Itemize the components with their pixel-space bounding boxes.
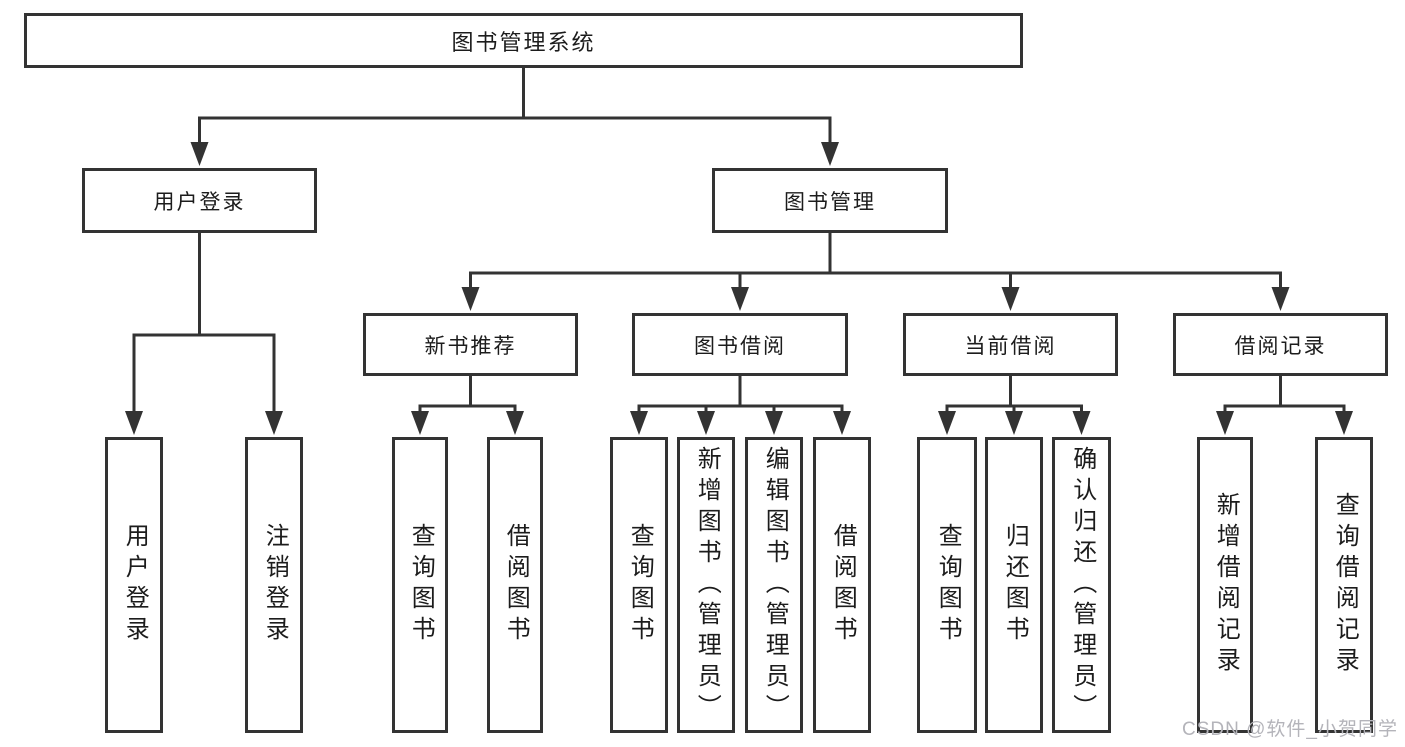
- leaf-user-login: 用户登录: [105, 437, 163, 733]
- leaf-bb-borrow-books: 借阅图书: [813, 437, 871, 733]
- leaf-user-login-label: 用户登录: [121, 523, 149, 647]
- leaf-bb-borrow-books-label: 借阅图书: [829, 523, 857, 647]
- leaf-br-query-record: 查询借阅记录: [1315, 437, 1373, 733]
- leaf-bb-query-books: 查询图书: [610, 437, 668, 733]
- arrow-down-icon: [1001, 287, 1020, 311]
- arrow-down-icon: [1216, 411, 1234, 435]
- node-new-book-label: 新书推荐: [424, 334, 517, 358]
- arrow-down-icon: [765, 411, 783, 435]
- arrow-down-icon: [697, 411, 715, 435]
- leaf-bb-query-books-label: 查询图书: [626, 523, 654, 647]
- leaf-logout-label: 注销登录: [261, 523, 289, 647]
- node-new-book-recommend: 新书推荐: [363, 313, 578, 376]
- leaf-nb-borrow-books: 借阅图书: [487, 437, 543, 733]
- node-current-borrow: 当前借阅: [903, 313, 1118, 376]
- leaf-cb-confirm-return-admin: 确认归还（管理员）: [1052, 437, 1111, 733]
- leaf-nb-borrow-books-label: 借阅图书: [502, 523, 530, 647]
- node-root-label: 图书管理系统: [451, 29, 596, 55]
- leaf-br-add-record-label: 新增借阅记录: [1212, 492, 1240, 678]
- arrow-down-icon: [938, 411, 956, 435]
- node-borrow-record-label: 借阅记录: [1234, 334, 1327, 358]
- leaf-bb-add-books-admin-label: 新增图书（管理员）: [693, 445, 721, 725]
- leaf-br-query-record-label: 查询借阅记录: [1331, 492, 1359, 678]
- arrow-down-icon: [731, 287, 749, 311]
- node-book-mgmt: 图书管理: [712, 168, 948, 233]
- arrow-down-icon: [411, 411, 429, 435]
- leaf-br-add-record: 新增借阅记录: [1197, 437, 1253, 733]
- node-root: 图书管理系统: [24, 13, 1023, 68]
- node-current-borrow-label: 当前借阅: [964, 334, 1057, 358]
- arrow-down-icon: [821, 142, 839, 166]
- leaf-cb-query-books-label: 查询图书: [934, 523, 962, 647]
- arrow-down-icon: [461, 287, 480, 311]
- leaf-cb-query-books: 查询图书: [917, 437, 977, 733]
- node-book-borrow: 图书借阅: [632, 313, 848, 376]
- arrow-down-icon: [125, 411, 143, 435]
- arrow-down-icon: [265, 411, 283, 435]
- leaf-logout: 注销登录: [245, 437, 303, 733]
- node-user-login: 用户登录: [82, 168, 317, 233]
- arrow-down-icon: [630, 411, 648, 435]
- watermark: CSDN @软件_小贺同学: [1182, 719, 1398, 740]
- arrow-down-icon: [1072, 411, 1091, 435]
- arrow-down-icon: [1335, 411, 1353, 435]
- leaf-bb-edit-books-admin: 编辑图书（管理员）: [745, 437, 803, 733]
- arrow-down-icon: [1005, 411, 1023, 435]
- node-borrow-record: 借阅记录: [1173, 313, 1388, 376]
- arrow-down-icon: [833, 411, 851, 435]
- leaf-cb-return-books: 归还图书: [985, 437, 1043, 733]
- node-book-mgmt-label: 图书管理: [784, 190, 876, 214]
- leaf-bb-add-books-admin: 新增图书（管理员）: [677, 437, 735, 733]
- leaf-cb-return-books-label: 归还图书: [1001, 523, 1029, 647]
- leaf-nb-query-books-label: 查询图书: [407, 523, 435, 647]
- node-book-borrow-label: 图书借阅: [694, 334, 786, 358]
- leaf-cb-confirm-return-admin-label: 确认归还（管理员）: [1068, 445, 1096, 725]
- leaf-bb-edit-books-admin-label: 编辑图书（管理员）: [761, 445, 789, 725]
- arrow-down-icon: [506, 411, 524, 435]
- leaf-nb-query-books: 查询图书: [392, 437, 448, 733]
- arrow-down-icon: [1271, 287, 1290, 311]
- arrow-down-icon: [190, 142, 209, 166]
- node-user-login-label: 用户登录: [153, 190, 246, 214]
